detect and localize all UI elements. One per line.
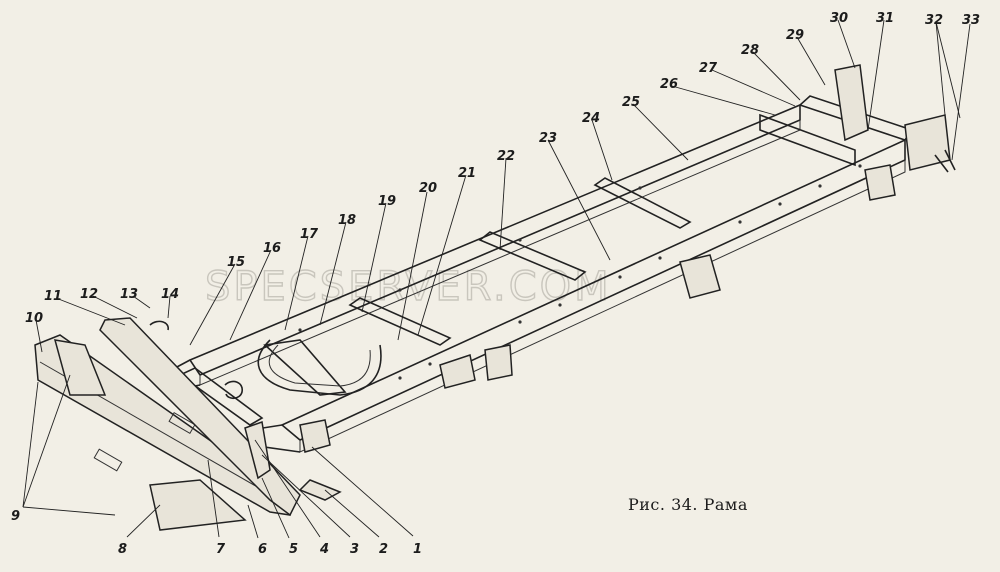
callout-23: 23	[539, 131, 557, 146]
callout-33: 33	[962, 13, 980, 28]
cross-members	[178, 113, 856, 426]
callout-20: 20	[419, 181, 437, 196]
callout-32: 32	[925, 13, 943, 28]
callout-3: 3	[350, 542, 359, 557]
callout-26: 26	[660, 77, 678, 92]
callout-16: 16	[263, 241, 281, 256]
callout-21: 21	[458, 166, 476, 181]
callout-22: 22	[497, 149, 515, 164]
figure-caption: Рис. 34. Рама	[628, 495, 748, 514]
callout-17: 17	[300, 227, 319, 242]
callout-2: 2	[379, 542, 388, 557]
callout-1: 1	[413, 542, 422, 557]
callout-numbers: 1 2 3 4 5 6 7 8 9 10 11 12 13 14 15 16 1…	[11, 11, 980, 557]
callout-29: 29	[786, 28, 804, 43]
callout-18: 18	[338, 213, 356, 228]
leader-lines	[22, 19, 971, 539]
callout-25: 25	[622, 95, 640, 110]
callout-27: 27	[699, 61, 718, 76]
frame-drawing	[34, 64, 956, 531]
callout-24: 24	[582, 111, 600, 126]
lower-bumper-beam	[99, 317, 301, 517]
callout-19: 19	[378, 194, 396, 209]
callout-15: 15	[227, 255, 245, 270]
callout-11: 11	[44, 289, 62, 304]
callout-12: 12	[80, 287, 98, 302]
callout-10: 10	[25, 311, 43, 326]
callout-4: 4	[319, 542, 329, 557]
callout-28: 28	[741, 43, 759, 58]
callout-7: 7	[216, 542, 226, 557]
callout-13: 13	[120, 287, 138, 302]
callout-9: 9	[11, 509, 20, 524]
callout-8: 8	[118, 542, 127, 557]
callout-14: 14	[161, 287, 179, 302]
tow-hooks	[149, 149, 956, 400]
engine-subframe	[257, 339, 382, 396]
spring-brackets	[299, 64, 951, 453]
front-support-brackets	[244, 420, 342, 501]
callout-30: 30	[830, 11, 848, 26]
rivet-holes	[298, 164, 862, 380]
callout-31: 31	[876, 11, 894, 26]
callout-6: 6	[258, 542, 267, 557]
callout-5: 5	[289, 542, 298, 557]
